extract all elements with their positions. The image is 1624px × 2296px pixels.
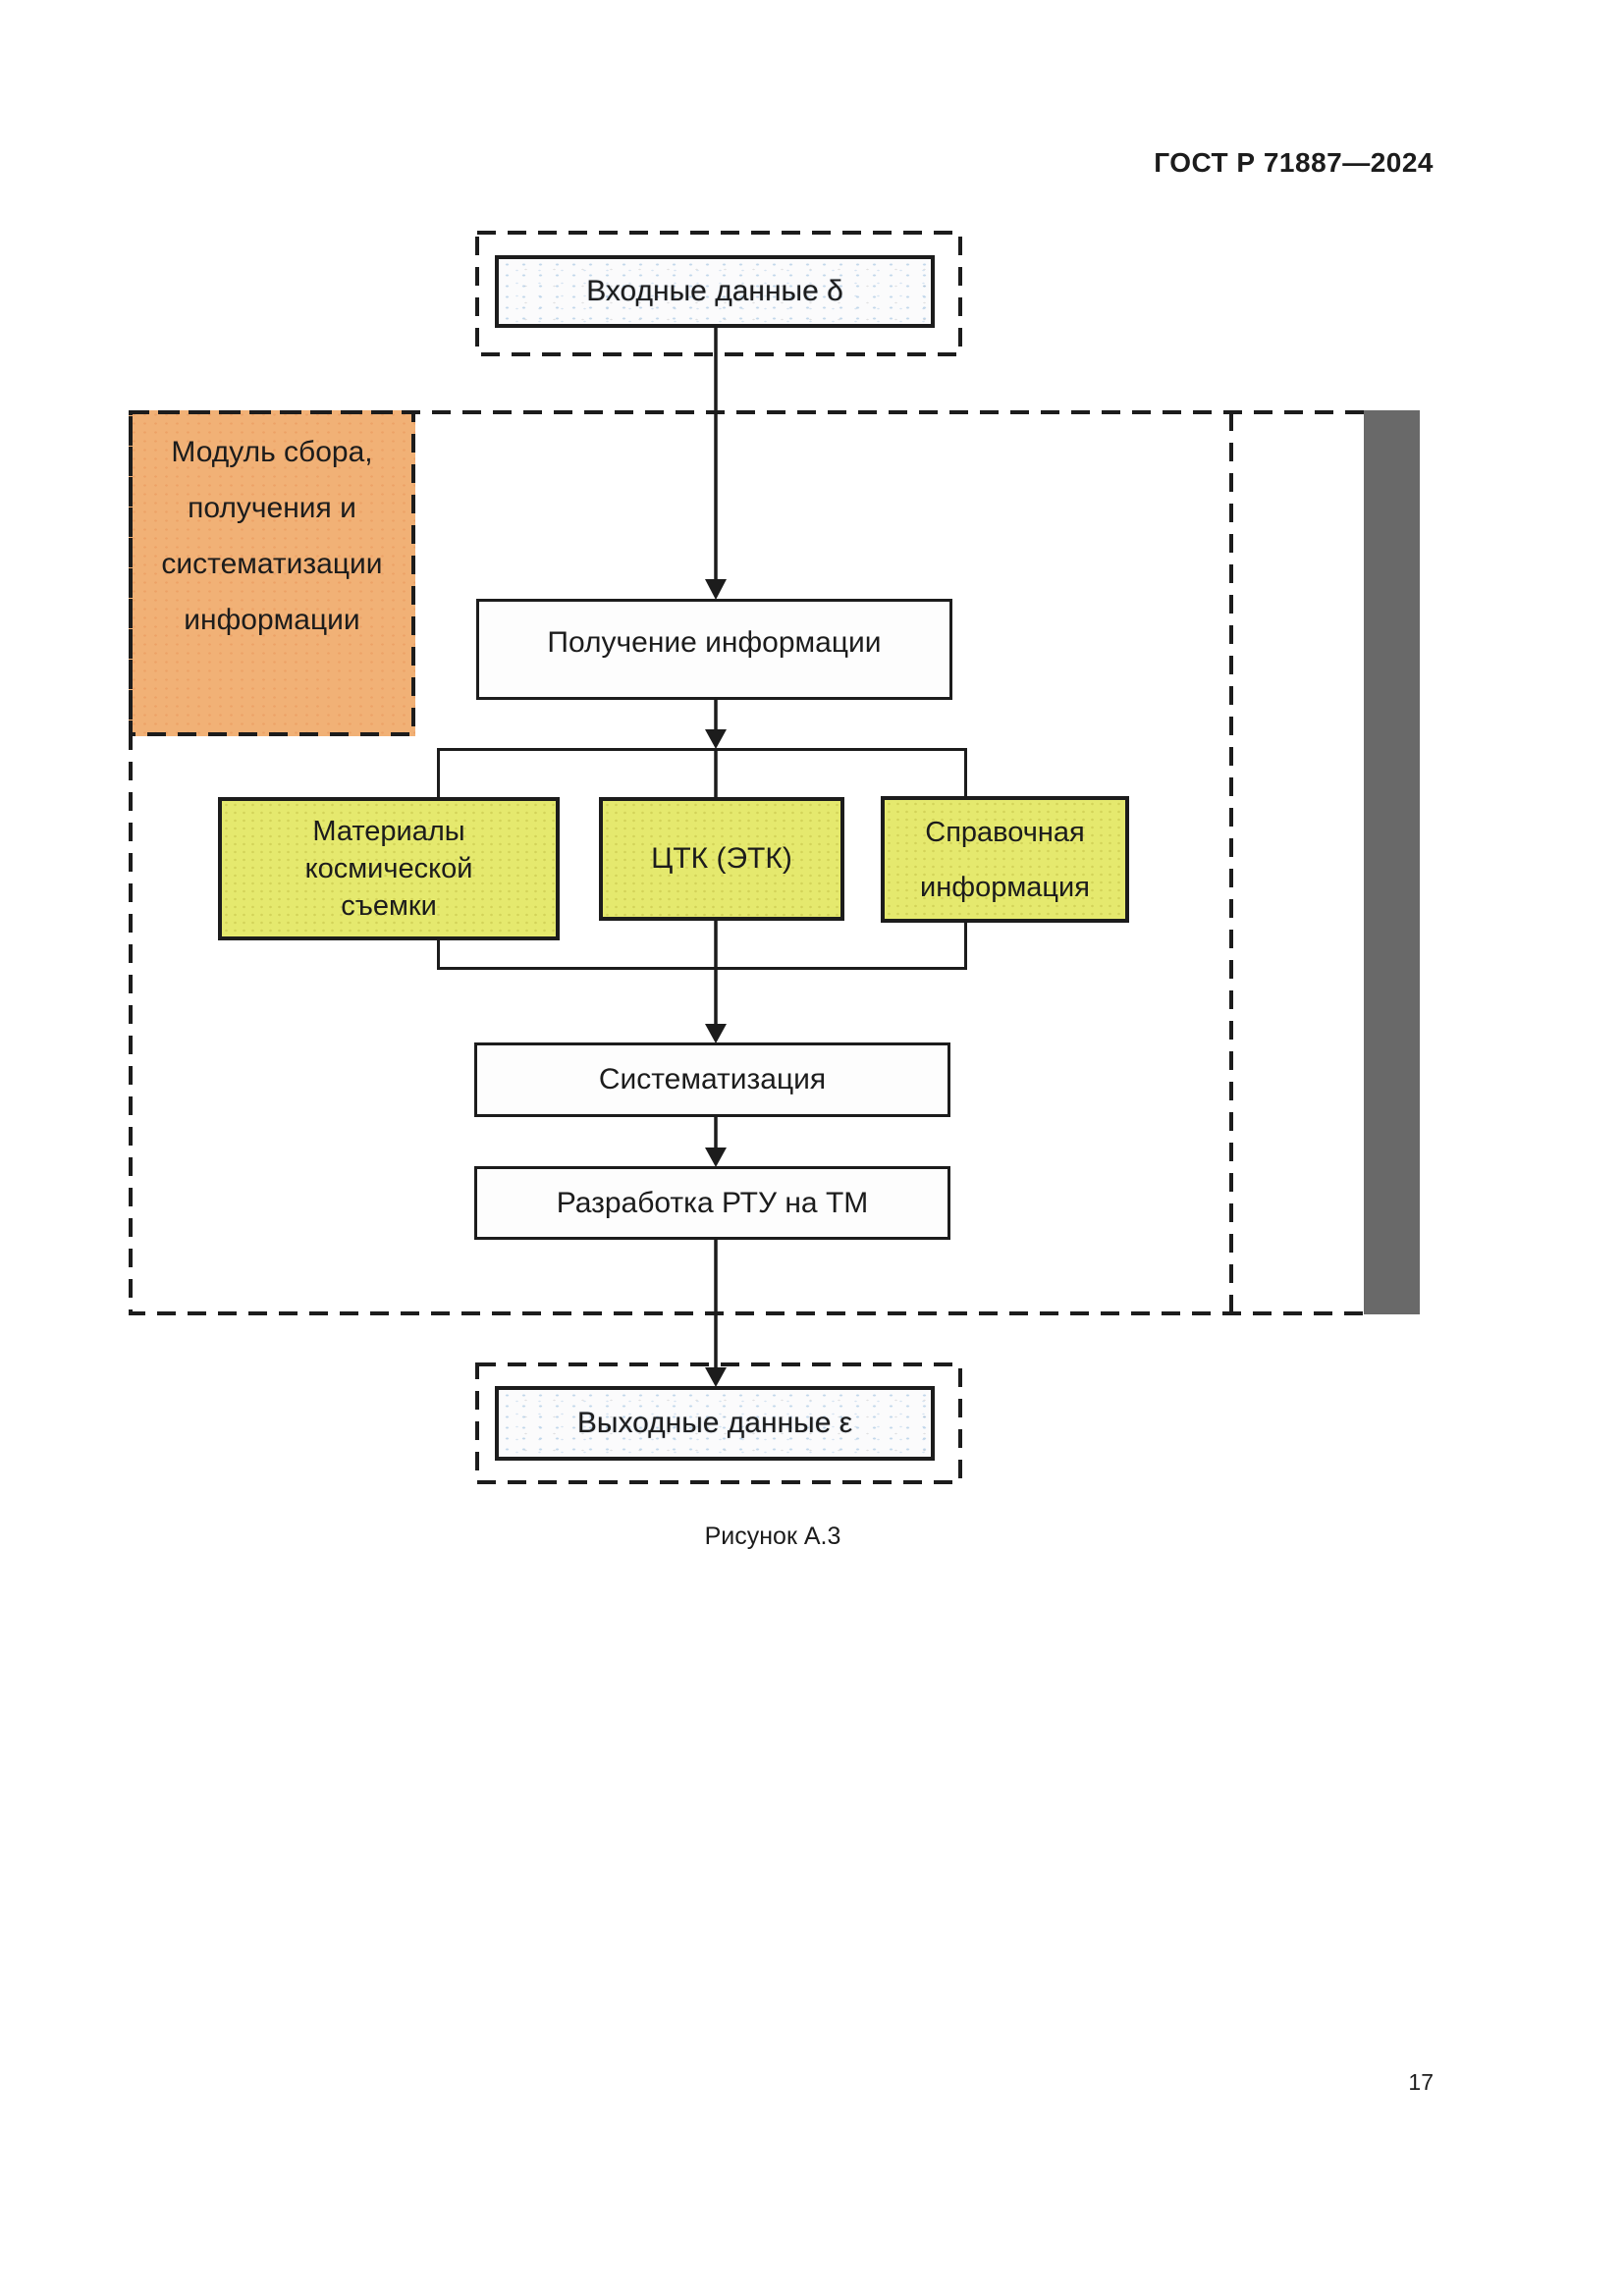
systematization-node: Систематизация xyxy=(474,1042,950,1117)
module-label-line: Модуль сбора, xyxy=(171,436,373,468)
figure-caption: Рисунок А.3 xyxy=(704,1522,841,1550)
input-data-node: Входные данные δ xyxy=(495,255,935,328)
module-label-line: информации xyxy=(184,604,360,636)
module-sidebar-strip xyxy=(1364,410,1420,1314)
module-label-line: систематизации xyxy=(161,548,383,580)
arrow-input-to-receive xyxy=(705,328,727,600)
output-data-node: Выходные данные ε xyxy=(495,1386,935,1461)
module-label-box: Модуль сбора, получения и систематизации… xyxy=(129,410,415,736)
ctk-etk-node: ЦТК (ЭТК) xyxy=(599,797,844,921)
page-number: 17 xyxy=(1408,2069,1434,2095)
arrow-systematization-to-develop xyxy=(705,1117,727,1167)
arrow-develop-to-output xyxy=(705,1240,727,1387)
reference-information-node: Справочная информация xyxy=(881,796,1129,923)
module-label-line: получения и xyxy=(188,492,356,524)
space-survey-materials-node: Материалы космической съемки xyxy=(218,797,560,940)
reference-information-label: Справочная информация xyxy=(920,816,1090,903)
develop-rtu-node: Разработка РТУ на ТМ xyxy=(474,1166,950,1240)
space-survey-materials-label: Материалы космической съемки xyxy=(304,816,473,922)
receive-information-node: Получение информации xyxy=(476,599,952,700)
standard-number-header: ГОСТ Р 71887—2024 xyxy=(1154,147,1434,178)
